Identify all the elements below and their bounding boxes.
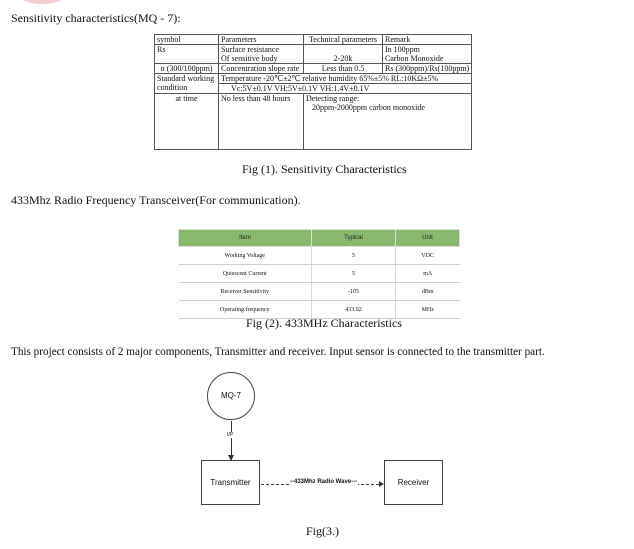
table-cell: Receiver Sensitivity	[178, 282, 312, 301]
table-cell: Temperature -20℃±2℃ relative humidity 65…	[217, 73, 473, 84]
table-cell: In 100ppm Carbon Monoxide	[381, 44, 473, 64]
cell-line: condition	[157, 83, 188, 92]
table-cell: Quiescent Current	[178, 264, 312, 283]
header-cell: Typical	[311, 229, 396, 247]
cell-line: In 100ppm	[385, 45, 420, 55]
table-header-row: symbol Parameters Technical parameters R…	[154, 34, 473, 45]
project-description: This project consists of 2 major compone…	[11, 346, 545, 358]
table-row: at time No less than 48 hours Detecting …	[154, 93, 473, 150]
io-label: I/P	[226, 432, 235, 438]
table-cell: α (300/100ppm)	[154, 63, 219, 74]
table-cell: Less than 0.5	[303, 63, 383, 74]
cell-line: Of sensitive body	[221, 54, 278, 63]
table-cell: Concentration slope rate	[218, 63, 304, 74]
cell-line: 20ppm-2000ppm carbon monoxide	[312, 103, 425, 112]
table-cell: 433.92	[311, 300, 396, 319]
table-cell: No less than 48 hours	[218, 93, 304, 150]
table-row: Standard working condition Temperature -…	[154, 73, 473, 94]
cell-line: Carbon Monoxide	[385, 54, 444, 63]
cell-line: Standard working	[157, 74, 215, 84]
table-cell: Rs (300ppm)/Rs(100ppm)	[381, 63, 473, 74]
table-cell: 5	[311, 264, 396, 283]
header-cell: Remark	[381, 34, 473, 45]
header-cell: Item	[178, 229, 312, 247]
receiver-node: Receiver	[384, 460, 443, 505]
table-row: Rs Surface resistance Of sensitive body …	[154, 44, 473, 64]
figure-caption: Fig(3.)	[306, 524, 339, 538]
transmitter-node: Transmitter	[201, 460, 260, 505]
arrow-down-icon	[228, 455, 234, 461]
table-cell: at time	[154, 93, 219, 150]
table-cell: VDC	[395, 246, 460, 265]
rf-heading: 433Mhz Radio Frequency Transceiver(For c…	[11, 193, 301, 207]
header-cell: symbol	[154, 34, 219, 45]
table-cell: Detecting range: 20ppm-2000ppm carbon mo…	[302, 93, 473, 150]
table-cell: Surface resistance Of sensitive body	[218, 44, 304, 64]
table-row: Receiver Sensitivity -105 dBm	[178, 282, 460, 301]
arrow-right-icon	[379, 481, 384, 487]
table-cell: Vc:5V±0.1V VH:5V±0.1V VH:1.4V±0.1V	[217, 83, 473, 94]
table-cell: -105	[311, 282, 396, 301]
cell-line: Detecting range:	[306, 94, 360, 104]
cell-line: Surface resistance	[221, 45, 279, 55]
table-cell: Rs	[154, 44, 219, 64]
figure-caption: Fig (2). 433MHz Characteristics	[246, 316, 402, 330]
table-cell: MHz	[395, 300, 460, 319]
table-cell: 2-20k	[303, 44, 383, 64]
section-title: Sensitivity characteristics(MQ - 7):	[11, 11, 181, 25]
rf-table: Item Typical Unit Working Voltage 5 VDC …	[178, 229, 460, 319]
table-cell: mA	[395, 264, 460, 283]
sensitivity-table: symbol Parameters Technical parameters R…	[154, 34, 473, 150]
header-cell: Unit	[395, 229, 460, 247]
table-cell: dBm	[395, 282, 460, 301]
header-cell: Parameters	[218, 34, 304, 45]
decorative-blob	[20, 0, 64, 4]
table-header-row: Item Typical Unit	[178, 229, 460, 247]
sensor-node: MQ-7	[207, 372, 255, 420]
connector-line	[231, 421, 232, 460]
table-row: α (300/100ppm) Concentration slope rate …	[154, 63, 473, 74]
table-row: Quiescent Current 5 mA	[178, 264, 460, 283]
table-cell: Standard working condition	[154, 73, 219, 94]
table-row: Working Voltage 5 VDC	[178, 246, 460, 265]
figure-caption: Fig (1). Sensitivity Characteristics	[242, 162, 407, 176]
table-cell: 5	[311, 246, 396, 265]
table-cell: Working Voltage	[178, 246, 312, 265]
table-row: Operating frequency 433.92 MHz	[178, 300, 460, 319]
header-cell: Technical parameters	[303, 34, 383, 45]
radio-wave-label: --433Mhz Radio Wave---	[289, 479, 359, 485]
table-cell: Operating frequency	[178, 300, 312, 319]
